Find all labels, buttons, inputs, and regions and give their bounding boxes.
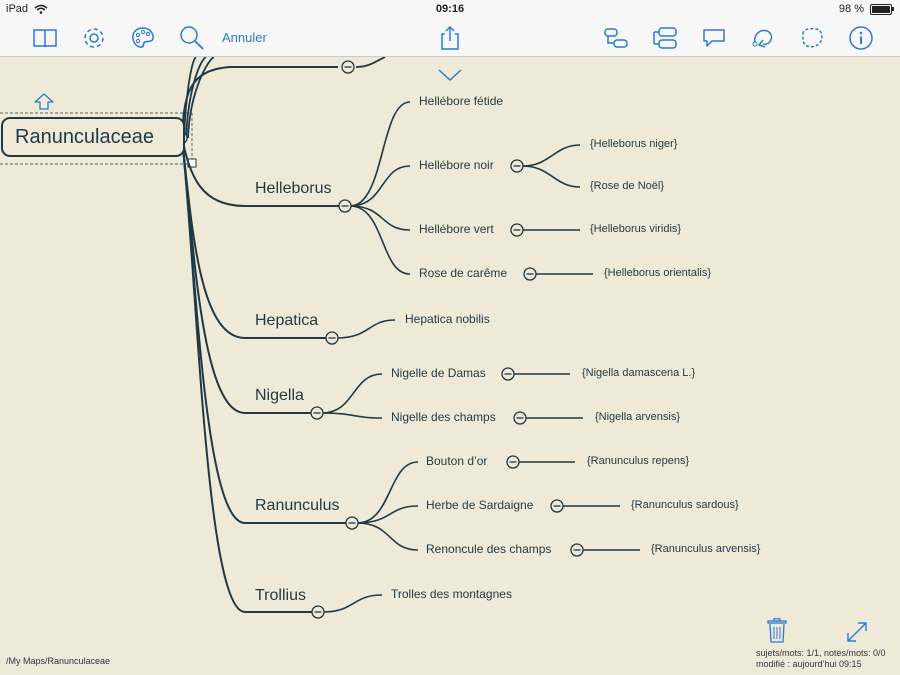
connector-hellebore-vert [349,205,411,231]
connector-offscreen-sub [355,57,386,68]
connector-trollius [181,137,312,613]
root-topic[interactable]: Ranunculaceae [1,117,185,157]
topic-ranunculus-repens[interactable]: {Ranunculus repens} [587,455,690,467]
topic-herbe-de-sardaigne[interactable]: Herbe de Sardaigne [426,498,534,512]
stats-line-2: modifié : aujourd’hui 09:15 [756,659,862,669]
connector-herbe-de-sardaigne [356,505,419,524]
wifi-icon [34,4,48,14]
topic-helleborus-viridis[interactable]: {Helleborus viridis} [590,223,682,235]
add-subtopic-icon[interactable] [601,23,631,53]
topic-nigella-arvensis[interactable]: {Nigella arvensis} [595,411,680,423]
share-icon[interactable] [435,23,465,53]
connector-rose-de-careme [349,205,411,275]
connector-offscreen-branch-lines [183,57,215,139]
battery-fill [872,5,890,13]
topic-trollius[interactable]: Trollius [255,587,306,604]
connector-hepatica-nobilis [336,319,396,339]
callout-icon[interactable] [699,23,729,53]
topic-trolles-des-montagnes[interactable]: Trolles des montagnes [391,587,512,601]
connector-helleborus-niger [522,144,581,167]
connector-hellebore-fetide [349,101,411,207]
cancel-button[interactable]: Annuler [222,30,267,45]
stats-line-1: sujets/mots: 1/1, notes/mots: 0/0 [756,648,886,658]
topic-nigella[interactable]: Nigella [255,387,304,404]
topic-helleborus-orientalis[interactable]: {Helleborus orientalis} [604,267,712,279]
connector-rose-de-noel [522,165,581,188]
relation-icon[interactable] [748,23,778,53]
trash-icon[interactable] [766,618,788,644]
battery-percent: 98 % [838,3,864,15]
topic-hellebore-vert[interactable]: Hellébore vert [419,222,494,236]
device-name: iPad [6,3,29,15]
topic-helleborus-niger[interactable]: {Helleborus niger} [590,138,678,150]
toolbar: Annuler [0,20,900,57]
topic-nigelle-de-damas[interactable]: Nigelle de Damas [391,366,486,380]
topic-helleborus[interactable]: Helleborus [255,180,332,197]
topic-rose-de-noel[interactable]: {Rose de Noël} [590,180,664,192]
topic-hepatica-nobilis[interactable]: Hepatica nobilis [405,312,490,326]
connector-helleborus [181,137,340,207]
connector-nigelle-de-damas [321,373,383,414]
collapse-toggle-minus-signs [177,137,581,613]
topic-nigelle-des-champs[interactable]: Nigelle des champs [391,410,496,424]
connector-hepatica [181,137,326,339]
topic-hepatica[interactable]: Hepatica [255,312,319,329]
connector-bouton-dor [356,461,419,524]
topic-ranunculus-arvensis[interactable]: {Ranunculus arvensis} [651,543,761,555]
connector-nigelle-des-champs [321,412,383,419]
mind-map-connectors [0,57,640,619]
add-sibling-icon[interactable] [650,23,680,53]
connector-offscreen-branch [181,66,338,139]
status-bar: iPad 09:16 98 % [0,0,900,20]
info-icon[interactable] [846,23,876,53]
file-path: /My Maps/Ranunculaceae [6,656,111,666]
topic-renoncule-des-champs[interactable]: Renoncule des champs [426,542,552,556]
expand-icon[interactable] [845,620,869,644]
gear-icon[interactable] [79,23,109,53]
boundary-icon[interactable] [797,23,827,53]
search-icon[interactable] [177,23,207,53]
chevron-down-icon[interactable] [438,69,462,82]
topic-hellebore-noir[interactable]: Hellébore noir [419,158,494,172]
topic-nigella-damascena[interactable]: {Nigella damascena L.} [582,367,696,379]
topic-rose-de-careme[interactable]: Rose de carême [419,266,508,280]
connector-hellebore-noir [349,165,411,207]
status-time: 09:16 [435,3,465,15]
palette-icon[interactable] [128,23,158,53]
topic-ranunculus-sardous[interactable]: {Ranunculus sardous} [631,499,739,511]
book-icon[interactable] [30,23,60,53]
topic-ranunculus[interactable]: Ranunculus [255,497,340,514]
battery-icon [870,3,894,15]
connector-trolles-des-montagnes [322,594,383,613]
document-stats: sujets/mots: 1/1, notes/mots: 0/0 modifi… [756,648,886,670]
hoist-up-icon[interactable] [34,93,54,110]
topic-bouton-dor[interactable]: Bouton d’or [426,454,488,468]
topic-hellebore-fetide[interactable]: Hellébore fétide [419,94,504,108]
connector-renoncule-des-champs [356,522,419,551]
